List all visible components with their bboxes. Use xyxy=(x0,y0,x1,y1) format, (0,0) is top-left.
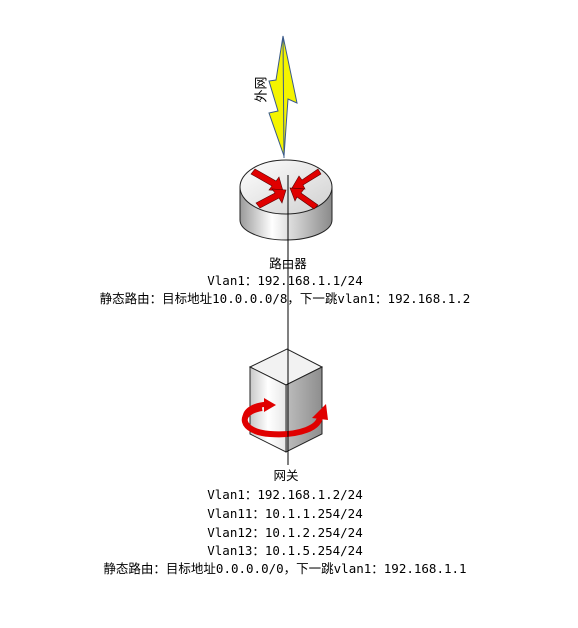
router-name: 路由器 xyxy=(269,256,307,271)
gateway-icon xyxy=(241,348,328,453)
router-static-route: 静态路由：目标地址10.0.0.0/8，下一跳vlan1：192.168.1.2 xyxy=(99,291,471,306)
uplink-line xyxy=(282,35,285,159)
gateway-vlan11: Vlan11：10.1.1.254/24 xyxy=(207,506,363,521)
gateway-vlan13: Vlan13：10.1.5.254/24 xyxy=(207,543,363,558)
router-vlan1: Vlan1：192.168.1.1/24 xyxy=(207,273,363,288)
gateway-vlan1: Vlan1：192.168.1.2/24 xyxy=(207,487,363,502)
router-icon xyxy=(239,159,333,241)
gateway-vlan12: Vlan12：10.1.2.254/24 xyxy=(207,525,363,540)
gateway-static-route: 静态路由：目标地址0.0.0.0/0，下一跳vlan1：192.168.1.1 xyxy=(103,561,467,576)
gateway-name: 网关 xyxy=(273,468,299,483)
external-network-label: 外网 xyxy=(254,76,270,103)
